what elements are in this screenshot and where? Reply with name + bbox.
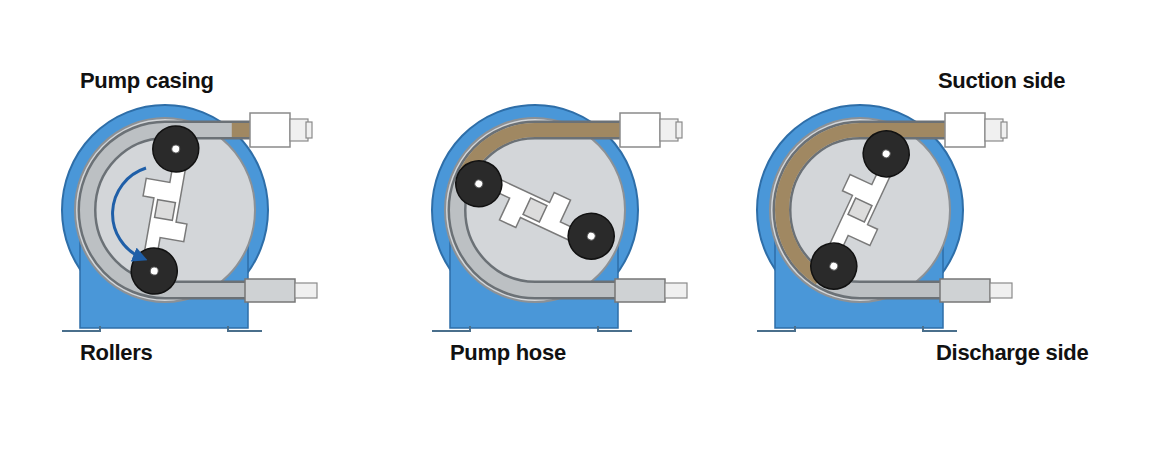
roller-pin [473, 178, 484, 189]
rotation-arrow [113, 168, 146, 258]
pump-stage-two [432, 105, 687, 331]
rotor-hub [155, 200, 176, 221]
roller [856, 123, 917, 184]
suction-fitting [620, 113, 660, 147]
roller [149, 122, 202, 175]
pump-chamber [445, 118, 625, 302]
suction-nozzle-tip [306, 122, 312, 138]
discharge-nozzle [295, 283, 317, 298]
suction-nozzle [985, 119, 1003, 141]
part-label: Pump hose [450, 340, 566, 366]
pump-feet [62, 326, 262, 331]
suction-nozzle-tip [1001, 122, 1007, 138]
roller-pin [881, 148, 892, 159]
discharge-fitting [940, 279, 990, 302]
roller [448, 153, 509, 214]
roller-pin [150, 266, 159, 275]
rotor-hub [848, 198, 872, 222]
part-label: Pump casing [80, 68, 214, 94]
suction-nozzle [660, 119, 678, 141]
pump-stage-three [757, 105, 1012, 331]
part-label: Rollers [80, 340, 152, 366]
suction-fitting [250, 113, 290, 147]
pump-chamber [75, 118, 255, 302]
discharge-nozzle [990, 283, 1012, 298]
discharge-nozzle [665, 283, 687, 298]
part-label: Suction side [938, 68, 1065, 94]
roller [128, 244, 181, 297]
hose-fluid [457, 130, 632, 290]
pump-stage-one [62, 105, 317, 331]
rotor [448, 152, 622, 267]
roller [561, 206, 622, 267]
rotor [802, 123, 917, 297]
suction-nozzle [290, 119, 308, 141]
roller [803, 236, 864, 297]
rotor [127, 122, 204, 298]
hose-wall [457, 130, 632, 290]
roller-pin [171, 144, 180, 153]
pump-feet [757, 326, 957, 331]
hose-empty [457, 130, 632, 290]
pump-feet [432, 326, 632, 331]
discharge-fitting [615, 279, 665, 302]
rotor-hub [523, 198, 547, 222]
part-label: Discharge side [936, 340, 1088, 366]
roller-pin [828, 261, 839, 272]
roller-pin [586, 231, 597, 242]
suction-fitting [945, 113, 985, 147]
discharge-fitting [245, 279, 295, 302]
suction-nozzle-tip [676, 122, 682, 138]
pump-chamber [770, 118, 950, 302]
